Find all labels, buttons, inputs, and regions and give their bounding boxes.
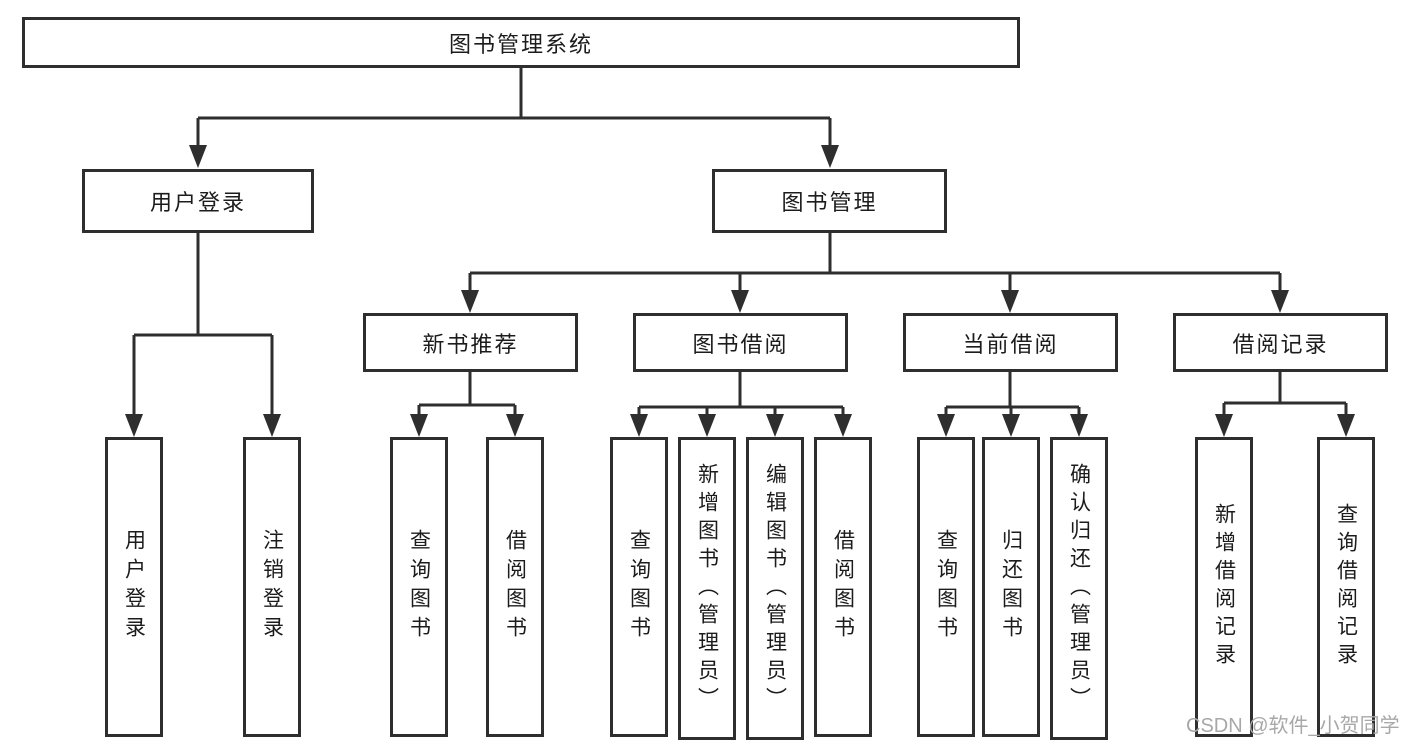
leaf-br-add-record: 新增借阅记录 bbox=[1195, 437, 1253, 737]
arrowhead bbox=[821, 145, 839, 168]
connector-user-login-to-leaves bbox=[132, 231, 274, 419]
arrowhead bbox=[937, 414, 955, 437]
node-root: 图书管理系统 bbox=[22, 17, 1020, 68]
leaf-cb-query-books: 查询图书 bbox=[917, 437, 975, 737]
arrowhead bbox=[1337, 414, 1355, 437]
arrowhead bbox=[410, 414, 428, 437]
node-book-management: 图书管理 bbox=[712, 169, 947, 233]
arrowhead bbox=[1001, 290, 1019, 313]
arrowhead bbox=[1271, 290, 1289, 313]
node-current-borrowing: 当前借阅 bbox=[903, 313, 1118, 372]
arrowhead bbox=[1215, 414, 1233, 437]
arrowhead bbox=[125, 414, 143, 437]
connector-new-book-to-leaves bbox=[417, 370, 517, 419]
leaf-bb-query-books: 查询图书 bbox=[610, 437, 668, 737]
leaf-bb-edit-books-admin: 编辑图书（管理员） bbox=[746, 437, 804, 740]
leaf-cb-confirm-return-admin: 确认归还（管理员） bbox=[1050, 437, 1108, 740]
connector-borrowing-records-to-leaves bbox=[1222, 370, 1348, 419]
node-new-book-recommend: 新书推荐 bbox=[363, 313, 578, 372]
arrowhead bbox=[834, 414, 852, 437]
arrowhead bbox=[698, 414, 716, 437]
leaf-bb-borrow-books: 借阅图书 bbox=[814, 437, 872, 737]
connector-book-management-to-level2 bbox=[468, 231, 1282, 295]
arrowhead bbox=[731, 290, 749, 313]
node-user-login: 用户登录 bbox=[82, 169, 314, 233]
arrowhead bbox=[766, 414, 784, 437]
arrowhead bbox=[506, 414, 524, 437]
arrowhead bbox=[263, 414, 281, 437]
leaf-bb-add-books-admin: 新增图书（管理员） bbox=[678, 437, 736, 740]
arrowhead bbox=[1070, 414, 1088, 437]
connector-current-borrowing-to-leaves bbox=[944, 370, 1081, 419]
arrowhead bbox=[189, 145, 207, 168]
leaf-logout: 注销登录 bbox=[243, 437, 301, 737]
arrowhead bbox=[461, 290, 479, 313]
node-borrowing-records: 借阅记录 bbox=[1173, 313, 1388, 372]
leaf-user-login: 用户登录 bbox=[105, 437, 163, 737]
connector-book-borrowing-to-leaves bbox=[637, 370, 845, 419]
leaf-cb-return-books: 归还图书 bbox=[982, 437, 1040, 737]
arrowhead bbox=[630, 414, 648, 437]
node-book-borrowing: 图书借阅 bbox=[633, 313, 848, 372]
leaf-nb-borrow-books: 借阅图书 bbox=[486, 437, 544, 737]
leaf-nb-query-books: 查询图书 bbox=[390, 437, 448, 737]
arrowhead bbox=[1002, 414, 1020, 437]
leaf-br-query-record: 查询借阅记录 bbox=[1317, 437, 1375, 737]
connector-root-to-level1 bbox=[196, 66, 832, 150]
